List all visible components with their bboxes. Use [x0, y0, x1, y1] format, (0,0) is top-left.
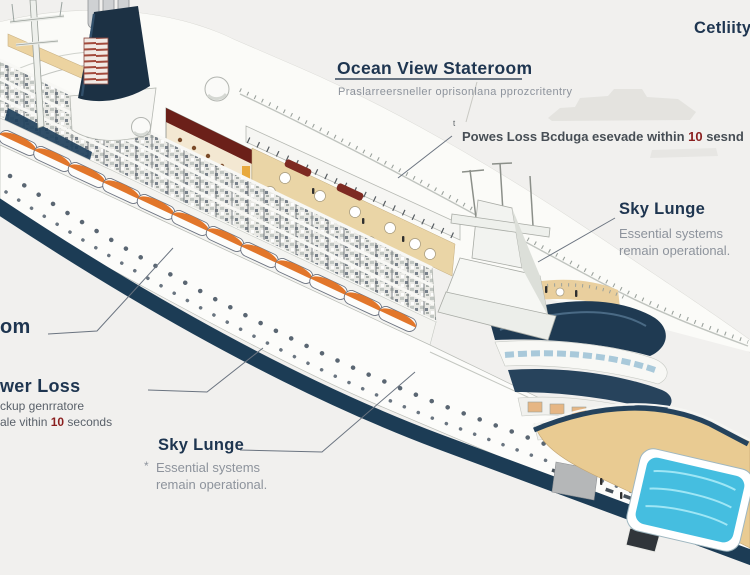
- sky-lounge-right-line2: remain operational.: [619, 243, 730, 258]
- deck-railing: [239, 88, 749, 344]
- sky-lounge-right-line1: Essential systems: [619, 226, 724, 241]
- label-power-note: t Powes Loss Bcduga esevade within 10 se…: [453, 119, 744, 144]
- glass-band-lower: [508, 368, 672, 412]
- pool-deck: [531, 403, 750, 552]
- radar-mast: [437, 162, 557, 341]
- power-note-text: Powes Loss Bcduga esevade within 10 sesn…: [462, 129, 744, 144]
- pool-deck-windbreak: [533, 405, 750, 447]
- deck-edge: [239, 93, 749, 347]
- power-note-mark: t: [453, 119, 456, 128]
- swimming-pool: [626, 448, 750, 552]
- label-sky-lounge-bottom: Sky Lunge * Essential systems remain ope…: [144, 436, 267, 492]
- lifeboat-row: [0, 130, 417, 332]
- label-sky-lounge-right: Sky Lunge Essential systems remain opera…: [619, 200, 730, 258]
- sky-lounge-bottom-title: Sky Lunge: [158, 436, 244, 454]
- leader-sky-lounge-right: [537, 217, 616, 263]
- power-loss-left-title: wer Loss: [0, 376, 80, 396]
- funnel-group: [69, 0, 157, 141]
- leader-stateroom-left: [47, 247, 174, 335]
- radar-domes: [131, 76, 230, 137]
- sky-lounge-right-title: Sky Lunge: [619, 200, 705, 218]
- corner-title: Cetliity: [694, 19, 750, 37]
- ocean-view-subtitle: Praslarreersneller oprisonlana pprozcrit…: [338, 86, 573, 98]
- faint-ship-sketch: [548, 89, 718, 158]
- leader-power-loss-left: [147, 347, 264, 393]
- sky-lounge-bottom-bullet: *: [144, 459, 149, 473]
- sky-lounge-bottom-line1: Essential systems: [156, 460, 261, 475]
- pool-deck-person: [620, 492, 623, 499]
- label-ocean-view-stateroom: Ocean View Stateroom Praslarreersneller …: [335, 58, 573, 98]
- funnel-grille: [83, 37, 109, 85]
- leader-sky-lounge-bottom: [239, 371, 416, 453]
- leader-ocean-view-faint: [465, 81, 478, 123]
- leader-lines: [47, 81, 616, 453]
- labels: Ocean View Stateroom Praslarreersneller …: [0, 19, 750, 492]
- fore-top-deck: [0, 10, 750, 352]
- ocean-view-title: Ocean View Stateroom: [337, 58, 532, 78]
- aft-mast: [9, 0, 65, 129]
- power-loss-left-line2: ale vithin 10 seconds: [0, 415, 112, 429]
- power-loss-left-line1: ckup genrratore: [0, 399, 84, 413]
- window-strip: [504, 350, 656, 373]
- leader-power-note: [397, 135, 453, 179]
- lifeboat: [378, 306, 417, 332]
- lifeboat: [136, 194, 176, 220]
- sky-lounge-bottom-line2: remain operational.: [156, 477, 267, 492]
- label-power-loss-left: wer Loss ckup genrratore ale vithin 10 s…: [0, 376, 112, 429]
- stateroom-left-title: om: [0, 316, 31, 338]
- pool-deck-person: [600, 478, 603, 485]
